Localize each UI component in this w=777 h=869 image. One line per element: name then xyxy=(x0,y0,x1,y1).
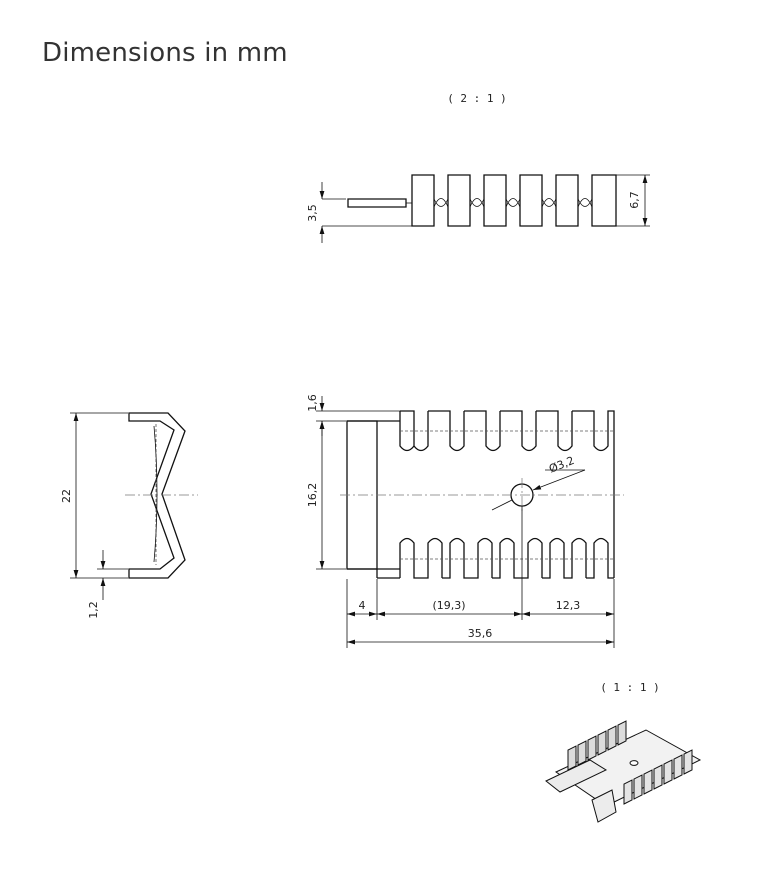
dim-material-thickness: 1,2 xyxy=(87,601,100,619)
front-view xyxy=(316,396,624,648)
dim-tab-length: 4 xyxy=(359,599,366,612)
dim-fin-gap: 1,6 xyxy=(306,394,319,412)
dim-outer-width: 22 xyxy=(60,489,73,503)
dim-hole-diameter: Ø3,2 xyxy=(547,454,576,476)
dim-hole-position: (19,3) xyxy=(432,599,465,612)
scale-label-iso: ( 1 : 1 ) xyxy=(600,681,660,694)
dim-inner-width: 16,2 xyxy=(306,483,319,508)
end-view xyxy=(70,412,198,600)
dim-total-height: 6,7 xyxy=(628,191,641,209)
page-title: Dimensions in mm xyxy=(42,38,288,68)
dim-base-thickness: 3,5 xyxy=(306,204,319,222)
isometric-view xyxy=(545,720,702,823)
dim-hole-to-end: 12,3 xyxy=(556,599,581,612)
top-view xyxy=(319,174,650,243)
dim-total-length: 35,6 xyxy=(468,627,493,640)
scale-label-views: ( 2 : 1 ) xyxy=(447,92,507,105)
